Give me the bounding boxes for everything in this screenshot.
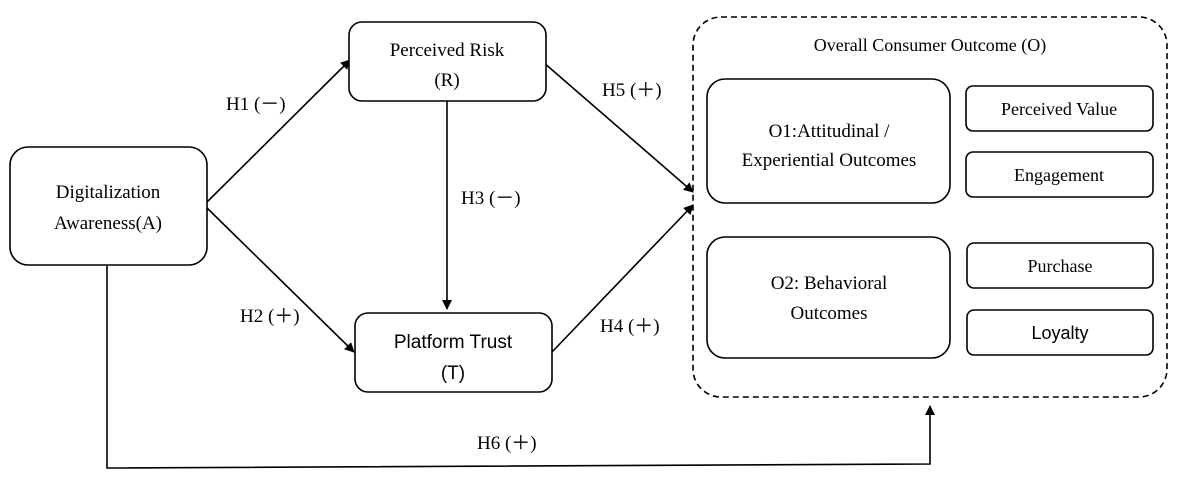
node-o1-line1: O1:Attitudinal / (769, 121, 891, 142)
node-awareness-line1: Digitalization (56, 182, 161, 203)
node-platform-trust (354, 312, 553, 393)
node-perceived-value (965, 85, 1154, 132)
arrow-a-to-t (204, 205, 355, 353)
arrow-a-to-o-direct (106, 266, 935, 469)
label-h1: H1 (－) (226, 94, 286, 115)
node-engagement-label: Engagement (1014, 165, 1104, 185)
node-o1-line2: Experiential Outcomes (742, 150, 917, 171)
group-outcome-title: Overall Consumer Outcome (O) (814, 35, 1046, 56)
node-risk-line1: Perceived Risk (390, 40, 505, 61)
node-o2-line1: O2: Behavioral (771, 273, 888, 294)
node-perceived-value-label: Perceived Value (1001, 99, 1117, 119)
node-purchase-label: Purchase (1028, 256, 1093, 276)
arrow-t-to-o (551, 204, 694, 353)
label-h4: H4 (＋) (600, 316, 660, 337)
label-h6: H6 (＋) (477, 433, 537, 454)
node-loyalty-label: Loyalty (1031, 323, 1088, 343)
node-risk-line2: (R) (434, 70, 459, 91)
node-o1-attitudinal (706, 78, 951, 204)
node-trust-line2: (T) (441, 363, 465, 384)
label-h3: H3 (－) (461, 188, 521, 209)
label-h5: H5 (＋) (602, 80, 662, 101)
node-trust-line1: Platform Trust (394, 332, 513, 353)
node-engagement (965, 151, 1154, 198)
node-purchase (966, 242, 1154, 289)
node-digitalization-awareness (9, 146, 208, 266)
node-awareness-line2: Awareness(A) (54, 213, 162, 234)
label-h2: H2 (＋) (240, 306, 300, 327)
arrow-a-to-r (204, 59, 351, 205)
arrow-r-to-o (542, 61, 694, 193)
node-loyalty (966, 309, 1154, 356)
node-perceived-risk (348, 21, 547, 102)
group-overall-consumer-outcome (692, 16, 1168, 398)
node-o2-behavioral (706, 236, 951, 359)
node-o2-line2: Outcomes (790, 303, 867, 324)
